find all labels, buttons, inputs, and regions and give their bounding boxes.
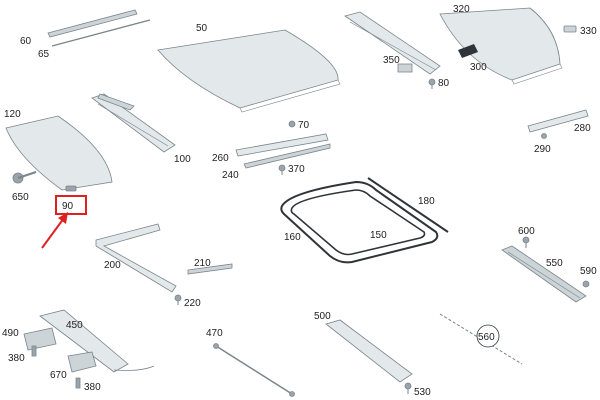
part-70-cap[interactable] — [288, 120, 296, 128]
label-120: 120 — [4, 109, 21, 120]
label-600: 600 — [518, 226, 535, 237]
label-550: 550 — [546, 258, 563, 269]
label-100: 100 — [174, 154, 191, 165]
part-290-screw[interactable] — [541, 133, 547, 139]
label-240: 240 — [222, 170, 239, 181]
label-450: 450 — [66, 320, 83, 331]
part-180-outer-seal[interactable] — [367, 177, 449, 233]
label-470: 470 — [206, 328, 223, 339]
part-65-strip[interactable] — [51, 19, 151, 47]
highlight-arrow — [41, 212, 68, 249]
part-450-drive-frame[interactable] — [39, 309, 155, 373]
part-530-screw[interactable] — [404, 382, 412, 394]
label-500: 500 — [314, 311, 331, 322]
label-260: 260 — [212, 153, 229, 164]
label-70: 70 — [298, 120, 310, 131]
part-380-screw-a[interactable] — [31, 345, 37, 357]
part-550-cross-member[interactable] — [501, 245, 587, 303]
part-650-tool[interactable] — [12, 171, 37, 184]
part-670-motor[interactable] — [67, 351, 97, 373]
part-260-bar[interactable] — [235, 133, 329, 157]
label-530: 530 — [414, 387, 431, 398]
part-220-screw[interactable] — [174, 294, 182, 305]
part-100-frame-rail[interactable] — [91, 93, 176, 153]
part-160-seal-frame[interactable] — [280, 180, 439, 264]
part-490-motor[interactable] — [23, 327, 57, 351]
part-350-rail[interactable] — [344, 11, 441, 75]
part-560-drain-hose[interactable] — [439, 313, 523, 365]
label-50: 50 — [196, 23, 208, 34]
part-90-clip[interactable] — [65, 185, 77, 192]
part-280-side-trim[interactable] — [527, 109, 589, 133]
part-200-frame[interactable] — [95, 223, 177, 293]
label-380-b: 380 — [84, 382, 101, 393]
part-80-screw[interactable] — [428, 78, 436, 89]
part-50-glass-panel[interactable] — [157, 29, 341, 113]
highlight-box-90 — [55, 195, 87, 215]
label-300: 300 — [470, 62, 487, 73]
part-300-block[interactable] — [458, 44, 478, 58]
part-330-clip[interactable] — [563, 25, 577, 33]
part-60-strip[interactable] — [47, 9, 138, 38]
part-590-screw[interactable] — [582, 280, 590, 288]
label-150: 150 — [370, 230, 387, 241]
label-370: 370 — [288, 164, 305, 175]
part-150-inner-seal[interactable] — [290, 189, 426, 256]
label-350: 350 — [383, 55, 400, 66]
part-370-screw[interactable] — [278, 164, 286, 175]
label-90: 90 — [62, 201, 74, 212]
part-240-wind-deflector[interactable] — [243, 143, 331, 169]
label-210: 210 — [194, 258, 211, 269]
label-320: 320 — [453, 4, 470, 15]
label-650: 650 — [12, 192, 29, 203]
label-180: 180 — [418, 196, 435, 207]
part-320-rear-panel[interactable] — [439, 7, 563, 85]
part-120-sunshade[interactable] — [5, 115, 113, 191]
label-290: 290 — [534, 144, 551, 155]
part-600-screw[interactable] — [522, 236, 530, 248]
part-210-strip[interactable] — [187, 263, 233, 275]
label-590: 590 — [580, 266, 597, 277]
label-160: 160 — [284, 232, 301, 243]
label-280: 280 — [574, 123, 591, 134]
part-470-cable[interactable] — [213, 343, 295, 397]
label-490: 490 — [2, 328, 19, 339]
label-65: 65 — [38, 49, 50, 60]
label-80: 80 — [438, 78, 450, 89]
label-670: 670 — [50, 370, 67, 381]
label-60: 60 — [20, 36, 32, 47]
label-380-a: 380 — [8, 353, 25, 364]
label-560: 560 — [478, 332, 495, 343]
label-200: 200 — [104, 260, 121, 271]
label-220: 220 — [184, 298, 201, 309]
part-380-screw-b[interactable] — [75, 377, 81, 389]
label-330: 330 — [580, 26, 597, 37]
part-500-rail[interactable] — [325, 319, 413, 383]
